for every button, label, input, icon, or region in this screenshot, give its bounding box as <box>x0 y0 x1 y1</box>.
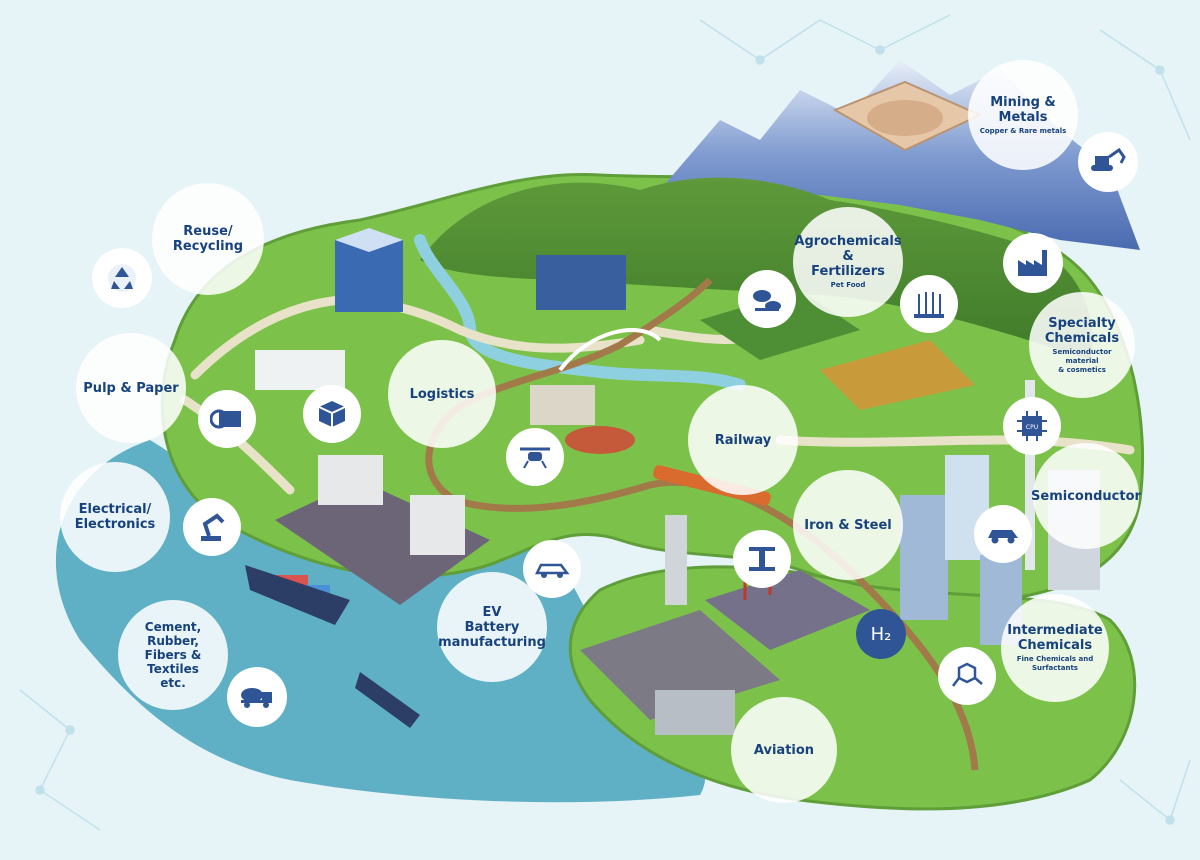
hydrogen-label: H₂ <box>870 623 892 645</box>
agrochemicals-subtitle: Pet Food <box>830 281 866 289</box>
electrical-electronics-title: Electrical/ Electronics <box>74 502 156 532</box>
cpu-icon: CPU <box>1003 397 1061 455</box>
bubble-mining-metals[interactable]: Mining & Metals Copper & Rare metals <box>968 60 1078 170</box>
intermediate-chemicals-title: Intermediate Chemicals <box>1007 623 1103 653</box>
drone-icon <box>506 428 564 486</box>
network-pattern <box>19 14 1191 831</box>
bubble-aviation[interactable]: Aviation <box>731 697 837 803</box>
bubble-railway[interactable]: Railway <box>688 385 798 495</box>
logistics-title: Logistics <box>409 386 475 402</box>
aviation-title: Aviation <box>753 742 815 758</box>
control-tower <box>665 515 687 605</box>
bubble-semiconductor[interactable]: Semiconductor <box>1031 443 1141 549</box>
bridge-arch <box>558 328 662 372</box>
port-dock <box>275 480 490 605</box>
bubble-agrochemicals[interactable]: Agrochemicals & Fertilizers Pet Food <box>793 207 903 317</box>
molecule-icon <box>938 647 996 705</box>
wheat-field <box>820 340 975 410</box>
bubble-specialty-chemicals[interactable]: Specialty Chemicals Semiconductor materi… <box>1029 292 1135 398</box>
bubble-iron-steel[interactable]: Iron & Steel <box>793 470 903 580</box>
bubble-ev-battery[interactable]: EV Battery manufacturing <box>437 572 547 682</box>
factory-building <box>410 495 465 555</box>
specialty-chemicals-title: Specialty Chemicals <box>1044 315 1120 346</box>
bubble-pulp-paper[interactable]: Pulp & Paper <box>76 333 186 443</box>
office-building-north <box>335 228 403 312</box>
bubble-logistics[interactable]: Logistics <box>388 340 496 448</box>
port-building <box>318 455 383 505</box>
mining-metals-title: Mining & Metals <box>990 94 1056 125</box>
railway-title: Railway <box>714 432 772 448</box>
bubble-reuse-recycling[interactable]: Reuse/ Recycling <box>152 183 264 295</box>
bubble-electrical-electronics[interactable]: Electrical/ Electronics <box>60 462 170 572</box>
recycle-icon <box>92 248 152 308</box>
paper-roll-icon <box>198 390 256 448</box>
pulp-paper-title: Pulp & Paper <box>83 380 179 396</box>
wheat-icon <box>900 275 958 333</box>
excavator-icon <box>1078 132 1138 192</box>
semiconductor-title: Semiconductor <box>1031 488 1141 504</box>
specialty-chemicals-subtitle: Semiconductor material & cosmetics <box>1052 347 1112 374</box>
robot-arm-icon <box>183 498 241 556</box>
bubble-cement-rubber-fibers[interactable]: Cement, Rubber, Fibers & Textiles etc. <box>118 600 228 710</box>
iron-steel-title: Iron & Steel <box>804 517 892 533</box>
railway-track <box>425 277 979 771</box>
agrochemicals-title: Agrochemicals & Fertilizers <box>794 234 902 279</box>
tanker-ship <box>355 672 420 728</box>
car-icon <box>974 505 1032 563</box>
factory-icon <box>1003 233 1063 293</box>
office-building-center <box>536 255 626 310</box>
container-ship <box>245 565 350 625</box>
electric-car-icon <box>523 540 581 598</box>
cement-rubber-fibers-title: Cement, Rubber, Fibers & Textiles etc. <box>144 620 202 690</box>
green-hills <box>420 177 1093 360</box>
river <box>414 234 746 391</box>
ev-battery-title: EV Battery manufacturing <box>438 604 546 650</box>
box-icon <box>303 385 361 443</box>
school <box>530 385 635 454</box>
reuse-recycling-title: Reuse/ Recycling <box>172 224 244 254</box>
hydrogen-icon: H₂ <box>856 609 906 659</box>
bubble-intermediate-chemicals[interactable]: Intermediate Chemicals Fine Chemicals an… <box>1001 594 1109 702</box>
steel-beam-icon <box>733 530 791 588</box>
cpu-label: CPU <box>1026 424 1038 431</box>
mining-metals-subtitle: Copper & Rare metals <box>979 126 1067 135</box>
mixer-truck-icon <box>227 667 287 727</box>
pet-icon <box>738 270 796 328</box>
terminal-building <box>655 690 735 735</box>
intermediate-chemicals-subtitle: Fine Chemicals and Surfactants <box>1016 655 1094 672</box>
warehouses <box>255 350 345 390</box>
